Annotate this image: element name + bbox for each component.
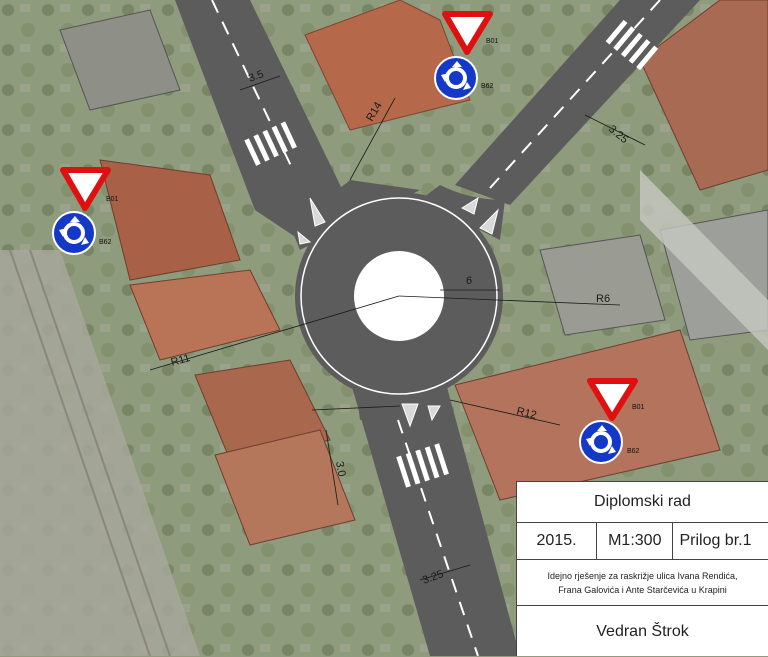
- roundabout-sign-code: B62: [627, 448, 640, 455]
- title-block-description-line2: Frana Galovića i Ante Starčevića u Krapi…: [558, 584, 727, 595]
- title-block-scale: M1:300: [597, 523, 674, 559]
- zebra-crossings: [244, 19, 659, 488]
- title-block-description: Idejno rješenje za raskrižje ulica Ivana…: [517, 560, 768, 606]
- yield-sign-icon: [60, 167, 111, 211]
- splitter-islands: [297, 196, 499, 428]
- yield-sign-code: B01: [106, 196, 119, 203]
- roundabout-sign-code: B62: [99, 239, 112, 246]
- roundabout-sign-icon: [434, 56, 478, 100]
- dim-lane-top-left: 3.5: [247, 68, 265, 85]
- title-block-author: Vedran Štrok: [596, 622, 689, 640]
- dimension-lines: [149, 75, 646, 581]
- title-block-year: 2015.: [517, 523, 598, 559]
- title-block: Diplomski rad 2015. M1:300 Prilog br.1 I…: [516, 481, 768, 656]
- dim-lane-bottom-left: 3.0: [333, 460, 347, 477]
- dim-island-width: 6: [466, 275, 472, 287]
- yield-sign-icon: [442, 11, 493, 55]
- roundabout-sign-icon: [52, 211, 96, 255]
- yield-sign-icon: [587, 378, 638, 421]
- title-block-meta-row: 2015. M1:300 Prilog br.1: [517, 523, 768, 560]
- dim-radius-bottom-right: R12: [515, 405, 537, 422]
- traffic-sign-group-right: B01 B62: [579, 378, 645, 464]
- title-block-description-line1: Idejno rješenje za raskrižje ulica Ivana…: [547, 570, 738, 581]
- yield-sign-code: B01: [632, 404, 645, 411]
- dim-outer-radius: R11: [170, 352, 192, 369]
- traffic-sign-group-left: B01 B62: [52, 167, 119, 255]
- title-block-annex: Prilog br.1: [679, 532, 752, 549]
- dim-inner-radius: R6: [596, 293, 610, 305]
- roundabout-sign-icon: [579, 420, 623, 464]
- title-block-title: Diplomski rad: [517, 482, 768, 523]
- yield-sign-code: B01: [486, 38, 499, 45]
- roundabout-sign-code: B62: [481, 83, 494, 90]
- traffic-sign-group-top: B01 B62: [434, 11, 499, 100]
